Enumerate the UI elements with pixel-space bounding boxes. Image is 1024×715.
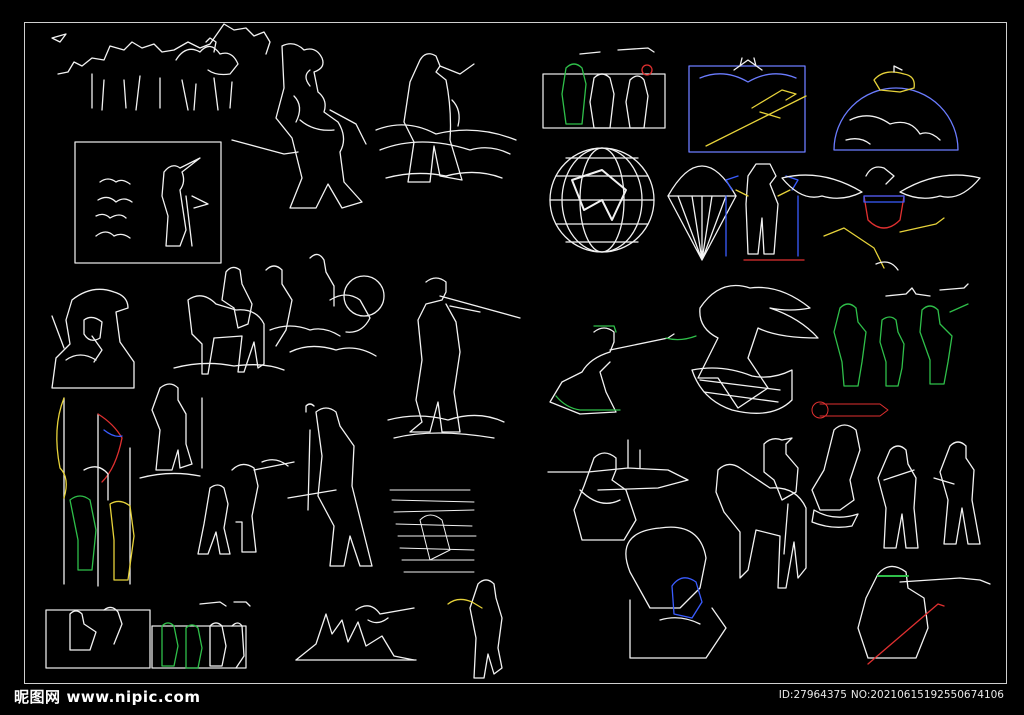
sailor-with-pillars-emblem <box>725 163 805 261</box>
cowboy-on-horseback <box>715 437 807 589</box>
hat-soldier-portrait <box>51 288 135 389</box>
kneeling-rifleman <box>549 325 675 415</box>
standing-soldier-with-rifle <box>231 43 367 209</box>
modern-soldier-with-rifle <box>857 565 991 665</box>
military-figures-line-art <box>45 23 991 679</box>
skirmisher-group <box>197 459 295 555</box>
site-name-cn: 昵图网 <box>14 688 61 706</box>
drawing-frame-border <box>24 22 1007 684</box>
parachute-emblem <box>667 165 737 261</box>
eagle-shield-emblem <box>781 166 981 271</box>
small-aircraft-sketch <box>885 283 969 297</box>
site-watermark: 昵图网 www.nipic.com <box>14 686 200 707</box>
caped-soldier-landscape <box>375 53 517 183</box>
three-soldiers-framed <box>542 47 666 129</box>
site-url[interactable]: www.nipic.com <box>66 688 201 706</box>
sketched-camp-scene <box>389 489 477 573</box>
prone-sniper-in-grass <box>295 605 417 661</box>
bugler-framed-figure <box>74 141 222 264</box>
aiming-rifleman <box>387 277 521 439</box>
pilot-with-oxygen-mask <box>625 526 727 659</box>
flag-bearer-group <box>56 397 135 587</box>
battle-group-with-cannon <box>265 253 385 357</box>
two-soldiers-with-rifles <box>877 441 981 549</box>
mounted-officer <box>173 266 285 375</box>
half-globe-emblem <box>833 65 959 151</box>
soldier-with-shouldered-rifle <box>287 403 373 567</box>
standing-soldier-with-bayonet <box>139 383 203 479</box>
crouched-soldiers-framed <box>45 601 251 669</box>
cavalry-skyline-group <box>51 23 271 111</box>
standing-soldier-side-view <box>447 579 503 679</box>
wireframe-globe-with-wings <box>549 147 655 253</box>
three-soldiers-green-outline <box>833 303 969 387</box>
eagle-with-olive-branch <box>665 284 819 414</box>
open-book-with-aircraft-emblem <box>688 57 807 153</box>
soldier-carrying-launcher <box>811 401 889 528</box>
image-no-text: NO:20210615192550674106 <box>850 689 1004 701</box>
navy-officer-with-warship <box>547 439 689 541</box>
image-id-text: ID:27964375 <box>778 689 847 701</box>
